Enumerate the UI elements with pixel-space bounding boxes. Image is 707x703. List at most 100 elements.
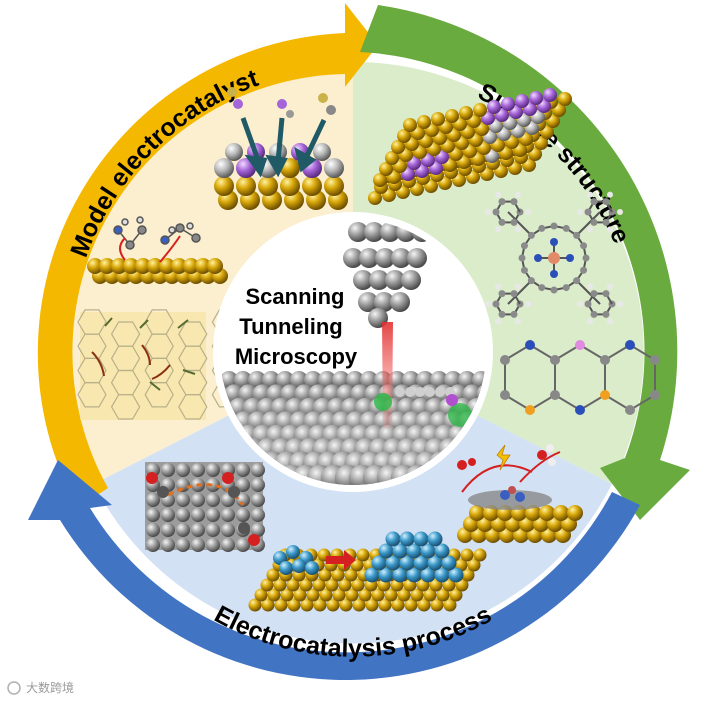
- hydrogen-atom: [495, 226, 501, 233]
- center-title-line2: Tunneling: [239, 314, 342, 339]
- cluster-atom: [406, 567, 422, 583]
- gold-atom: [442, 578, 456, 592]
- carbon-atom: [590, 310, 598, 318]
- carbon-atom: [550, 286, 558, 294]
- falling-molecules: [227, 87, 336, 118]
- carbon-atom: [527, 231, 535, 239]
- adsorbed-atom: [405, 387, 415, 397]
- surface-atom: [487, 100, 501, 114]
- gold-atom: [378, 598, 392, 612]
- carbon-atom: [584, 208, 592, 216]
- carbon-atom: [562, 284, 570, 292]
- substrate-atom: [221, 523, 235, 537]
- ring-arrow-blue: [28, 460, 640, 681]
- center-stm: Scanning Tunneling Microscopy: [213, 212, 493, 492]
- surface-atom: [515, 94, 529, 108]
- gold-atom: [287, 598, 301, 612]
- carbon-atom: [590, 290, 598, 298]
- hydrogen-atom: [515, 191, 521, 198]
- carbon-atom: [498, 290, 506, 298]
- substrate-atom: [176, 463, 190, 477]
- carbon-atom: [538, 284, 546, 292]
- hex-cell: [178, 394, 208, 420]
- hydrogen-atom: [587, 226, 593, 233]
- ring-arrow-yellow: [37, 3, 378, 508]
- gold-atom: [274, 598, 288, 612]
- cluster-atom: [413, 555, 429, 571]
- carbon-atom: [602, 290, 610, 298]
- substrate-atom: [146, 493, 160, 507]
- carbon-atom: [550, 222, 558, 230]
- network-atom: [525, 340, 535, 350]
- gold-atom: [135, 258, 151, 274]
- cluster-atom: [434, 567, 450, 583]
- hydrogen-atom: [515, 318, 521, 325]
- hydrogen-atom: [607, 318, 613, 325]
- gold-atom: [339, 598, 353, 612]
- substrate-atom: [191, 508, 205, 522]
- bond: [575, 211, 601, 237]
- cluster-atom: [434, 543, 450, 559]
- surface-atom: [391, 140, 405, 154]
- substrate-atom: [146, 523, 160, 537]
- gold-atom: [345, 588, 359, 602]
- nitrogen-atom: [550, 238, 558, 246]
- carbon-atom: [492, 208, 500, 216]
- gold-atom: [467, 558, 481, 572]
- surface-atom: [529, 91, 543, 105]
- hydrogen-atom: [607, 283, 613, 290]
- carbon-atom: [582, 254, 590, 262]
- adsorbed-molecules: [113, 216, 201, 250]
- substrate-atom: [161, 463, 175, 477]
- network-atom: [625, 340, 635, 350]
- gold-atom: [99, 258, 115, 274]
- carbon-atom: [573, 231, 581, 239]
- surface-atom: [417, 115, 431, 129]
- carbon-atom: [520, 242, 528, 250]
- surface-atom: [397, 129, 411, 143]
- hydrogen-atom: [617, 301, 623, 307]
- substrate-atom: [191, 538, 205, 552]
- gold-atom: [404, 598, 418, 612]
- substrate-atom: [236, 508, 250, 522]
- alloy-atom: [225, 143, 243, 161]
- gold-atom: [558, 92, 572, 106]
- tip-atom: [391, 248, 411, 268]
- gold-atom: [260, 578, 274, 592]
- nitrogen-atom: [534, 254, 542, 262]
- gold-atom: [313, 598, 327, 612]
- surface-atom: [403, 118, 417, 132]
- carbon-atom: [518, 254, 526, 262]
- carbon-atom: [498, 198, 506, 206]
- hydrogen-atom: [495, 318, 501, 325]
- gold-atom: [325, 578, 339, 592]
- panel-reaction-on-gold: [457, 444, 583, 543]
- surface-atom: [385, 151, 399, 165]
- network-atom: [575, 340, 585, 350]
- network-atom: [600, 390, 610, 400]
- gold-atom: [183, 258, 199, 274]
- gold-atom: [417, 598, 431, 612]
- substrate-atom: [251, 493, 265, 507]
- cluster-atom: [392, 567, 408, 583]
- hydrogen-atom: [617, 209, 623, 215]
- growth-arrow: [326, 550, 356, 570]
- hydrogen-atom: [587, 283, 593, 290]
- hydrogen-atom: [607, 191, 613, 198]
- gold-atom: [273, 578, 287, 592]
- surface-atom: [379, 162, 393, 176]
- gold-atom: [469, 505, 485, 521]
- hydrogen-atom: [525, 209, 531, 215]
- surface-atom: [373, 173, 387, 187]
- substrate-atom: [146, 508, 160, 522]
- tip-atom: [359, 248, 379, 268]
- cluster-atom: [399, 555, 415, 571]
- gold-atom: [344, 568, 358, 582]
- carbon-atom: [520, 266, 528, 274]
- tip-atom: [401, 270, 421, 290]
- cluster-atom: [286, 545, 300, 559]
- sector-process-bg: [94, 352, 612, 644]
- gold-atom: [280, 588, 294, 602]
- nitrogen-atom: [550, 270, 558, 278]
